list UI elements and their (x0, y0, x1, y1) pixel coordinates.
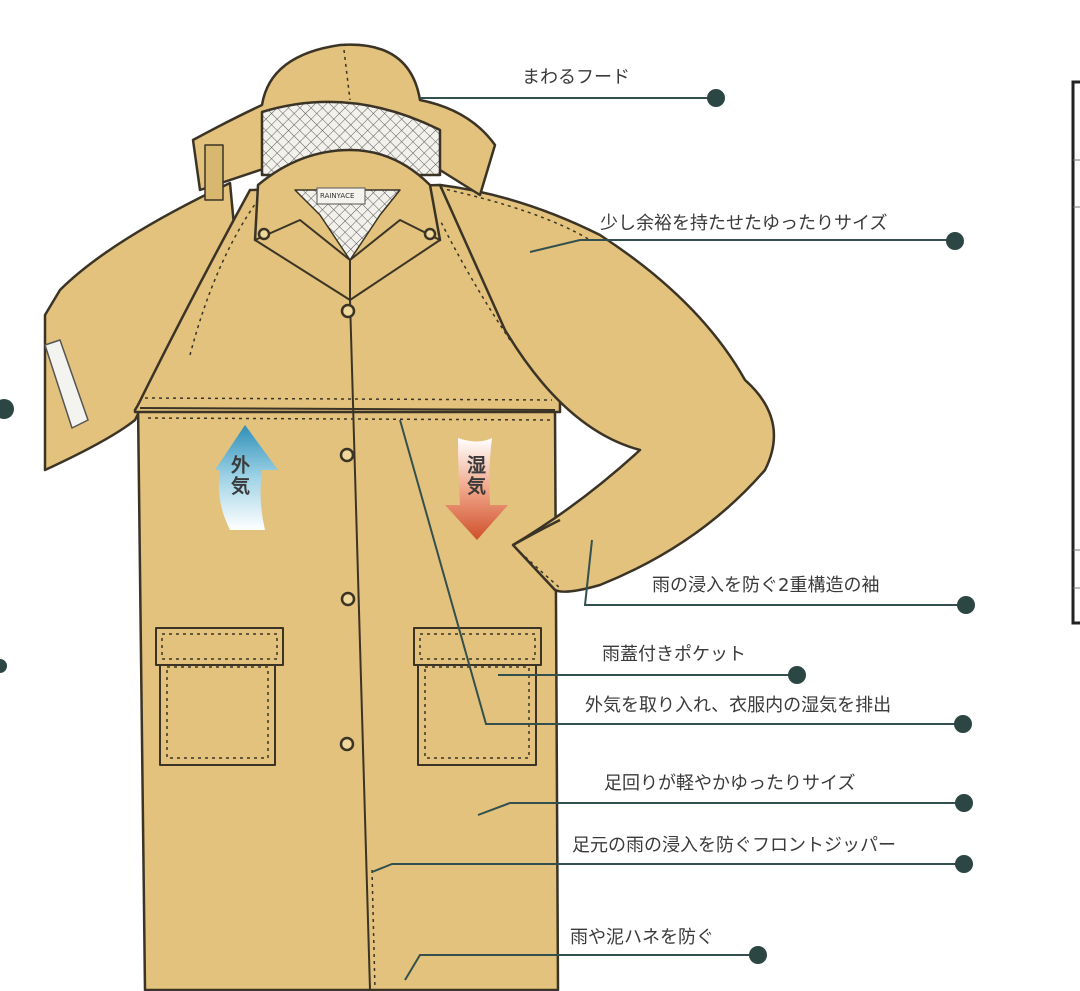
humidity-arrow-icon (445, 438, 508, 540)
leader-lines (371, 97, 965, 981)
callout-splash-guard: 雨や泥ハネを防ぐ (570, 927, 714, 948)
side-panel-frame (1071, 80, 1080, 625)
raincoat-illustration (43, 43, 776, 991)
callout-double-sleeve: 雨の浸入を防ぐ2重構造の袖 (652, 575, 880, 596)
leader-dots (707, 89, 975, 964)
cropped-callout-dot (0, 659, 7, 673)
coat-button (339, 736, 355, 752)
humidity-label: 湿気 (464, 455, 486, 497)
brand-tag-box (316, 187, 366, 205)
collar-snap (423, 227, 437, 241)
coat-button (340, 591, 356, 607)
coat-button (340, 303, 356, 319)
callout-loose-fit: 少し余裕を持たせたゆったりサイズ (600, 213, 888, 234)
cropped-callout-dot (0, 399, 14, 419)
callout-front-zipper: 足元の雨の浸入を防ぐフロントジッパー (572, 835, 896, 856)
outside-air-label: 外気 (228, 455, 250, 497)
callout-flap-pocket: 雨蓋付きポケット (602, 644, 746, 665)
outside-air-arrow-icon (215, 425, 278, 530)
callout-hood: まわるフード (522, 67, 630, 88)
callout-ventilation: 外気を取り入れ、衣服内の湿気を排出 (585, 695, 892, 716)
collar-snap (257, 227, 271, 241)
coat-button (339, 447, 355, 463)
left-cuff-reflector (44, 339, 89, 429)
callout-leg-fit: 足回りが軽やかゆったりサイズ (604, 773, 856, 794)
brand-tag-label: RAINYACE (320, 192, 355, 200)
left-pocket (159, 659, 276, 766)
